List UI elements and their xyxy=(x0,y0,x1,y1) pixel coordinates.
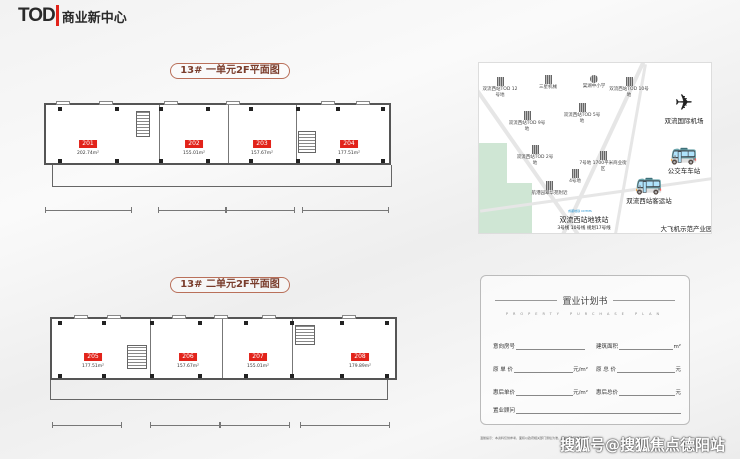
room-number-field[interactable]: 意向房号 xyxy=(493,342,585,350)
logo-title: 商业新中心 xyxy=(61,10,127,26)
map-label: 三星机械 xyxy=(534,75,562,91)
dimension xyxy=(220,422,290,428)
coach-icon: 🚌 xyxy=(635,171,663,196)
airport: ✈双流国际机场 xyxy=(654,91,711,126)
map-label: 双流西站TOD 10号地 xyxy=(609,77,649,98)
dimension xyxy=(302,207,389,213)
map-label: 4号地 xyxy=(565,169,585,185)
dimension xyxy=(226,207,295,213)
map-label: 7号地 1700平米商业街区 xyxy=(579,151,627,172)
dimension xyxy=(150,422,220,428)
map-label: 双流西站TOD 2号地 xyxy=(515,145,555,166)
disclaimer: 温馨提示：本资料仅供参考，面积以政府相关部门测绘为准，最终以合同约定为准。 xyxy=(480,436,592,440)
metro-logo: 成都地铁 CDTMS xyxy=(568,209,592,213)
dimension xyxy=(52,422,122,428)
bus-station: 🚌公交车车站 xyxy=(654,141,711,176)
plan2-title: 13# 二单元2F平面图 xyxy=(170,277,290,293)
map-label: 双流西站TOD 9号地 xyxy=(507,111,547,132)
discounted-unit-price-field[interactable]: 惠后单价元/m² xyxy=(493,390,588,396)
corridor xyxy=(50,380,388,400)
original-total-price-field[interactable]: 原 总 价元 xyxy=(596,367,681,373)
industry-park: 大飞机示范产业园 xyxy=(660,225,712,233)
watermark: 搜狐号@搜狐焦点德阳站 xyxy=(560,436,726,454)
original-unit-price-field[interactable]: 原 单 价元/m² xyxy=(493,367,588,373)
bus-icon: 🚌 xyxy=(670,141,698,166)
airplane-icon: ✈ xyxy=(674,91,694,116)
logo: TOD 商业新中心 xyxy=(18,5,127,27)
plan1-title: 13# 一单元2F平面图 xyxy=(170,63,290,79)
map-label: 航港园翠华苑附近 xyxy=(527,181,572,197)
consultant-field[interactable]: 置业顾问 xyxy=(493,406,681,414)
map-label: 双流西站TOD 12号地 xyxy=(481,77,519,98)
form-title: 置业计划书 xyxy=(481,294,689,307)
metro-lines: 3号线 10号线 规划17号线 xyxy=(557,226,611,231)
dimension xyxy=(45,207,132,213)
location-map: 双流西站TOD 12号地 三星机械 棠湖中小学 双流西站TOD 10号地 双流西… xyxy=(478,62,712,234)
form-subtitle: PROPERTY PURCHASE PLAN xyxy=(505,312,665,316)
map-label: 双流西站TOD 5号地 xyxy=(562,103,602,124)
corridor xyxy=(52,165,392,187)
metro-station-label: 双流西站地铁站 xyxy=(559,216,609,224)
dimension xyxy=(300,422,390,428)
coach-station: 🚌双流西站客运站 xyxy=(619,171,679,206)
logo-mark: TOD xyxy=(18,5,59,27)
dimension xyxy=(158,207,226,213)
map-label: 棠湖中小学 xyxy=(579,75,609,90)
discounted-total-price-field[interactable]: 惠后总价元 xyxy=(596,390,681,396)
